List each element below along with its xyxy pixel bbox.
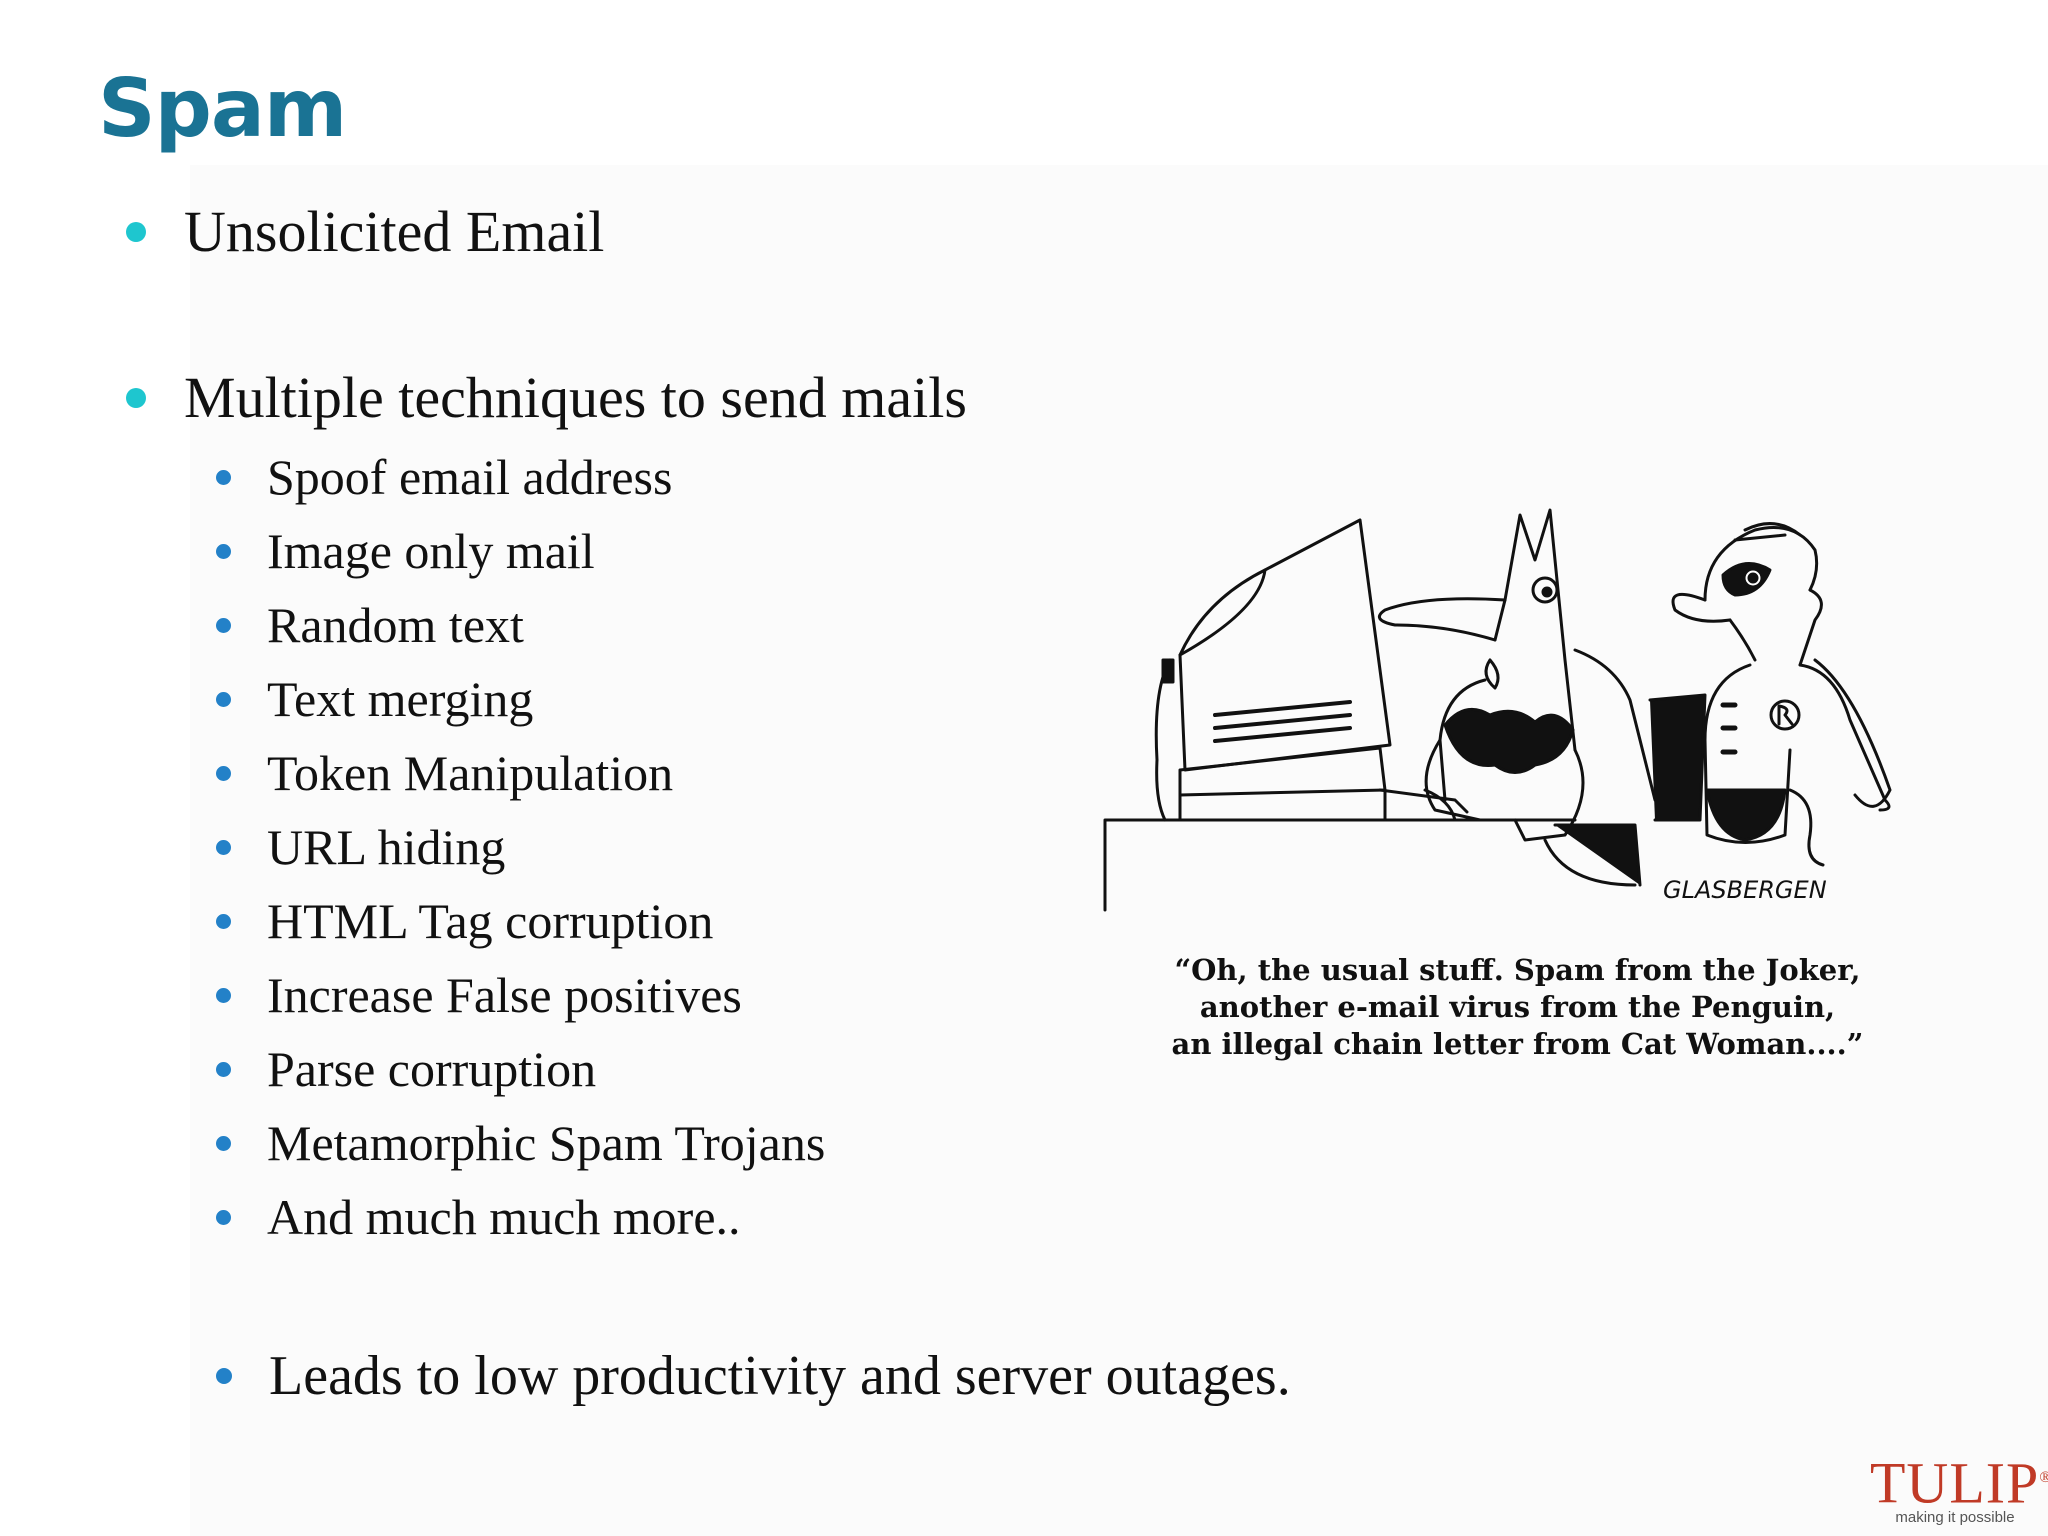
cartoon-caption: “Oh, the usual stuff. Spam from the Joke… xyxy=(1095,952,1940,1063)
tulip-logo: TULIP® making it possible xyxy=(1870,1450,2048,1527)
caption-line: an illegal chain letter from Cat Woman..… xyxy=(1171,1027,1864,1061)
caption-line: another e-mail virus from the Penguin, xyxy=(1199,990,1836,1024)
sub-bullet-item: Metamorphic Spam Trojans xyxy=(216,1114,825,1172)
bullet-dot-icon xyxy=(216,617,231,633)
bullet-unsolicited-email: Unsolicited Email xyxy=(126,198,604,265)
sub-bullet-text: Token Manipulation xyxy=(267,745,674,801)
sub-bullet-text: Image only mail xyxy=(267,523,595,579)
sub-bullet-text: And much much more.. xyxy=(267,1189,741,1245)
slide-background-panel xyxy=(190,165,2048,1536)
sub-bullet-item: HTML Tag corruption xyxy=(216,892,713,950)
bullet-dot-icon xyxy=(216,1061,231,1077)
bullet-closing: Leads to low productivity and server out… xyxy=(216,1344,1291,1408)
bullet-dot-icon xyxy=(216,1368,232,1384)
logo-wordmark: TULIP® xyxy=(1870,1450,2048,1512)
sub-bullet-text: Spoof email address xyxy=(267,449,673,505)
sub-bullet-item: URL hiding xyxy=(216,818,505,876)
sub-bullet-text: Parse corruption xyxy=(267,1041,597,1097)
bullet-dot-icon xyxy=(216,765,231,781)
sub-bullet-item: Token Manipulation xyxy=(216,744,673,802)
sub-bullet-item: And much much more.. xyxy=(216,1188,741,1246)
sub-bullet-item: Increase False positives xyxy=(216,966,742,1024)
bullet-dot-icon xyxy=(216,987,231,1003)
bullet-dot-icon xyxy=(216,1209,231,1225)
bullet-dot-icon xyxy=(126,387,146,408)
logo-registered-mark: ® xyxy=(2039,1469,2048,1486)
bullet-dot-icon xyxy=(216,691,231,707)
sub-bullet-text: Random text xyxy=(267,597,524,653)
bullet-multiple-techniques: Multiple techniques to send mails xyxy=(126,364,967,431)
logo-word: TULIP xyxy=(1870,1450,2040,1516)
bullet-dot-icon xyxy=(126,221,146,242)
batman-robin-computer-cartoon: GLASBERGEN xyxy=(1103,508,1892,912)
bullet-dot-icon xyxy=(216,469,231,485)
logo-tagline: making it possible xyxy=(1895,1509,2015,1527)
slide-title: Spam xyxy=(98,62,347,155)
sub-bullet-item: Random text xyxy=(216,596,524,654)
sub-bullet-text: Text merging xyxy=(267,671,534,727)
sub-bullet-text: Increase False positives xyxy=(267,967,742,1023)
cartoon-signature: GLASBERGEN xyxy=(1663,876,1827,904)
sub-bullet-text: Metamorphic Spam Trojans xyxy=(267,1115,826,1171)
bullet-text: Multiple techniques to send mails xyxy=(184,365,967,430)
sub-bullet-item: Text merging xyxy=(216,670,533,728)
sub-bullet-item: Spoof email address xyxy=(216,448,672,506)
caption-line: “Oh, the usual stuff. Spam from the Joke… xyxy=(1174,953,1861,987)
bullet-text: Leads to low productivity and server out… xyxy=(269,1345,1291,1407)
sub-bullet-text: HTML Tag corruption xyxy=(267,893,714,949)
sub-bullet-text: URL hiding xyxy=(267,819,506,875)
bullet-text: Unsolicited Email xyxy=(184,199,605,264)
bullet-dot-icon xyxy=(216,913,231,929)
bullet-dot-icon xyxy=(216,1135,231,1151)
sub-bullet-item: Parse corruption xyxy=(216,1040,596,1098)
bullet-dot-icon xyxy=(216,543,231,559)
sub-bullet-item: Image only mail xyxy=(216,522,595,580)
bullet-dot-icon xyxy=(216,839,231,855)
